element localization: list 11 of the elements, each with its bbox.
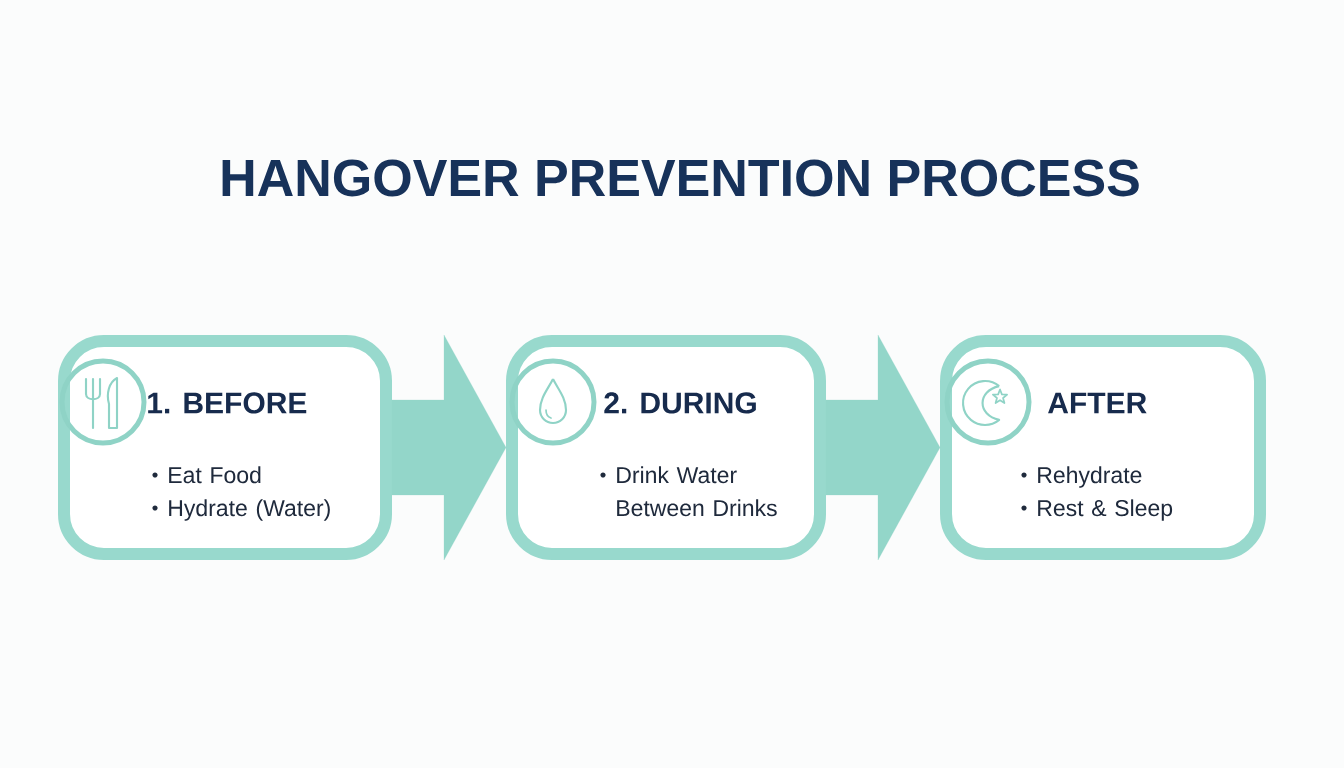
title: HANGOVER PREVENTION PROCESS [222, 159, 1139, 197]
bullet-text: Drink Water Between Drinks [617, 466, 777, 517]
bullet-text: Hydrate (Water) [169, 499, 330, 521]
step-heading: AFTER [1048, 392, 1147, 414]
bullet-text: Eat Food [169, 466, 261, 484]
bullet-text: Rest & Sleep [1038, 499, 1173, 521]
bullet-text: Rehydrate [1038, 466, 1142, 488]
block-arrow [391, 334, 507, 561]
step-heading: 1. BEFORE [148, 392, 307, 414]
block-arrow [825, 334, 941, 561]
step-heading: 2. DURING [604, 392, 756, 414]
